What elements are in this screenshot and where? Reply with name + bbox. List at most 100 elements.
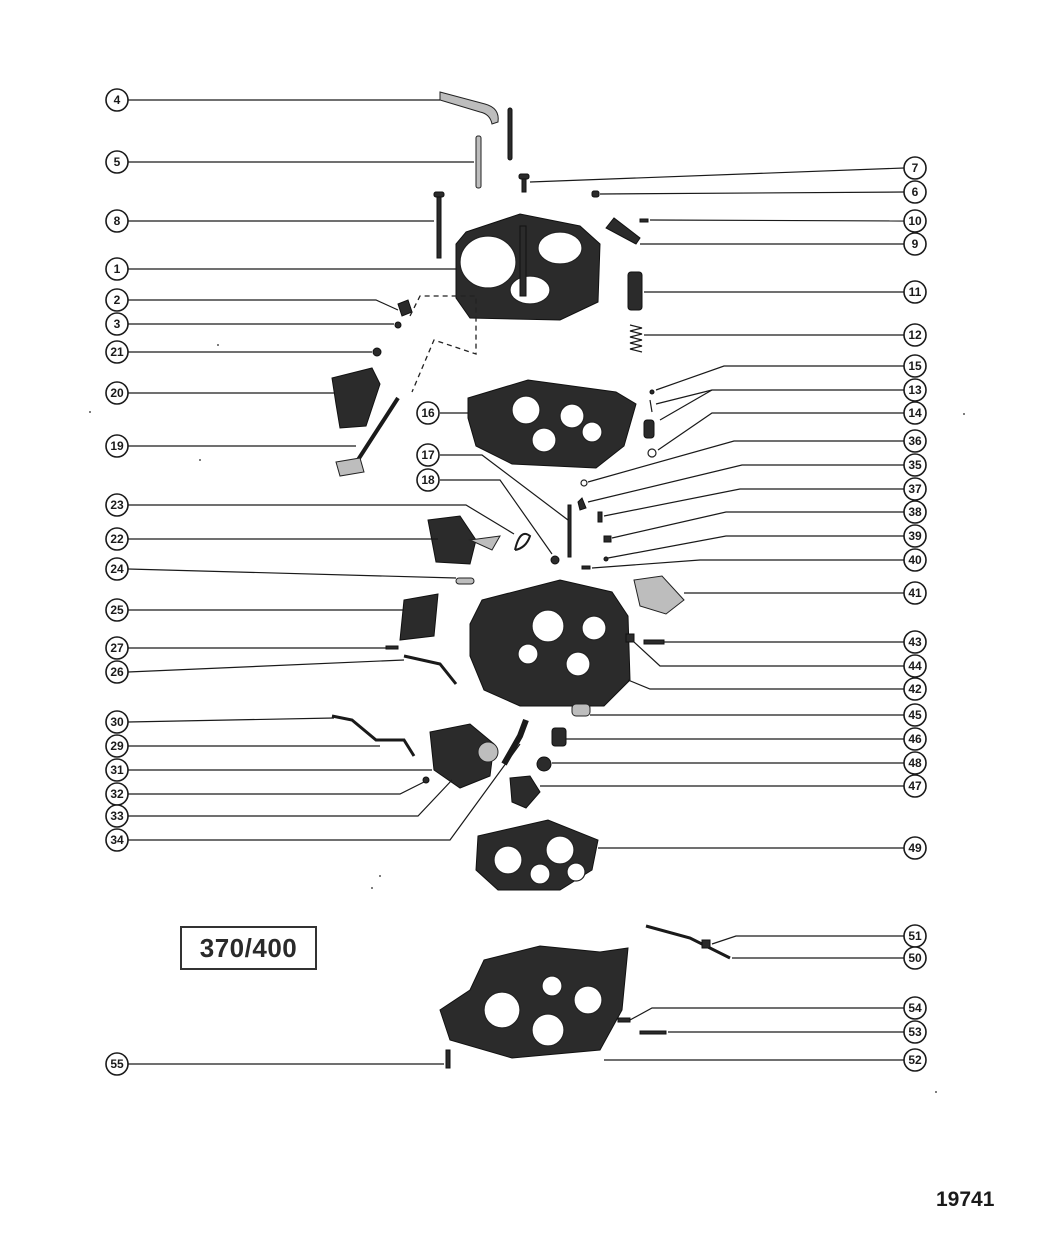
part-8-long-screw	[433, 191, 445, 259]
part-48	[536, 756, 552, 772]
part-4-lever	[439, 91, 499, 125]
callout-37: 37	[903, 477, 927, 501]
callout-18: 18	[416, 468, 440, 492]
callout-47: 47	[903, 774, 927, 798]
callout-22: 22	[105, 527, 129, 551]
svg-text:9: 9	[912, 237, 919, 251]
svg-text:12: 12	[908, 328, 922, 342]
callout-30: 30	[105, 710, 129, 734]
part-illustrations	[89, 91, 965, 1093]
part-38	[603, 535, 612, 543]
part-16-gasket	[467, 379, 637, 469]
part-1-air-horn	[455, 213, 601, 321]
svg-text:36: 36	[908, 434, 922, 448]
svg-text:14: 14	[908, 406, 922, 420]
callout-21: 21	[105, 340, 129, 364]
svg-text:5: 5	[114, 155, 121, 169]
svg-text:42: 42	[908, 682, 922, 696]
svg-text:13: 13	[908, 383, 922, 397]
callout-8: 8	[105, 209, 129, 233]
svg-text:47: 47	[908, 779, 922, 793]
part-40	[581, 565, 591, 570]
svg-text:20: 20	[110, 386, 124, 400]
svg-text:11: 11	[909, 285, 922, 299]
part-24-link	[455, 577, 475, 585]
callout-43: 43	[903, 630, 927, 654]
callout-55: 55	[105, 1052, 129, 1076]
callout-12: 12	[903, 323, 927, 347]
part-32-ball	[422, 776, 430, 784]
svg-text:39: 39	[908, 529, 922, 543]
callout-32: 32	[105, 782, 129, 806]
callout-1: 1	[105, 257, 129, 281]
svg-text:25: 25	[110, 603, 124, 617]
svg-text:2: 2	[114, 293, 121, 307]
dashed-linkage	[409, 295, 477, 393]
callout-7: 7	[903, 156, 927, 180]
part-29-rod	[331, 714, 416, 757]
part-34-hose	[501, 718, 529, 766]
callout-4: 4	[105, 88, 129, 112]
part-43-screw	[643, 639, 665, 645]
part-6-screw	[591, 190, 600, 198]
svg-text:27: 27	[110, 641, 124, 655]
svg-text:24: 24	[110, 562, 124, 576]
svg-text:33: 33	[110, 809, 124, 823]
svg-text:43: 43	[908, 635, 922, 649]
svg-text:51: 51	[908, 929, 922, 943]
part-11-plug	[627, 271, 643, 311]
part-55-screw	[445, 1049, 451, 1069]
svg-text:21: 21	[110, 345, 124, 359]
callout-13: 13	[903, 378, 927, 402]
part-5-rod	[475, 135, 482, 189]
svg-text:35: 35	[908, 458, 922, 472]
part-46	[551, 727, 567, 747]
callout-53: 53	[903, 1020, 927, 1044]
callout-39: 39	[903, 524, 927, 548]
callout-36: 36	[903, 429, 927, 453]
part-35	[577, 497, 587, 511]
part-23-clip	[514, 532, 532, 551]
svg-text:10: 10	[908, 214, 922, 228]
callout-3: 3	[105, 312, 129, 336]
callout-20: 20	[105, 381, 129, 405]
part-19-rod	[335, 396, 400, 477]
callout-17: 17	[416, 443, 440, 467]
model-label-box: 370/400	[180, 926, 317, 970]
part-9-arm	[605, 217, 641, 245]
svg-text:55: 55	[110, 1057, 124, 1071]
svg-text:19: 19	[110, 439, 124, 453]
callout-33: 33	[105, 804, 129, 828]
svg-text:34: 34	[110, 833, 124, 847]
callout-6: 6	[903, 180, 927, 204]
part-47	[509, 775, 541, 809]
svg-text:8: 8	[114, 214, 121, 228]
svg-text:22: 22	[110, 532, 124, 546]
callout-11: 11	[903, 280, 927, 304]
part-pin-top	[507, 107, 513, 161]
svg-text:52: 52	[908, 1053, 922, 1067]
callout-45: 45	[903, 703, 927, 727]
callout-54: 54	[903, 996, 927, 1020]
part-25-plate	[399, 593, 439, 641]
part-3-pin	[394, 321, 402, 329]
svg-text:7: 7	[912, 161, 919, 175]
callout-16: 16	[416, 401, 440, 425]
svg-text:29: 29	[110, 739, 124, 753]
callout-2: 2	[105, 288, 129, 312]
part-10-clip	[639, 218, 649, 223]
callout-23: 23	[105, 493, 129, 517]
part-17-rod	[567, 504, 572, 558]
svg-text:15: 15	[908, 359, 922, 373]
part-36	[580, 479, 588, 487]
part-41-cover	[633, 575, 685, 615]
part-26-rod	[403, 654, 458, 685]
callout-52: 52	[903, 1048, 927, 1072]
svg-text:23: 23	[110, 498, 124, 512]
part-pump-assembly	[429, 723, 499, 789]
callout-49: 49	[903, 836, 927, 860]
callout-9: 9	[903, 232, 927, 256]
callouts: 4 5 8 1 2 3 21 20 19 23 22 24 25 27 26 3…	[105, 88, 927, 1076]
svg-text:37: 37	[908, 482, 922, 496]
